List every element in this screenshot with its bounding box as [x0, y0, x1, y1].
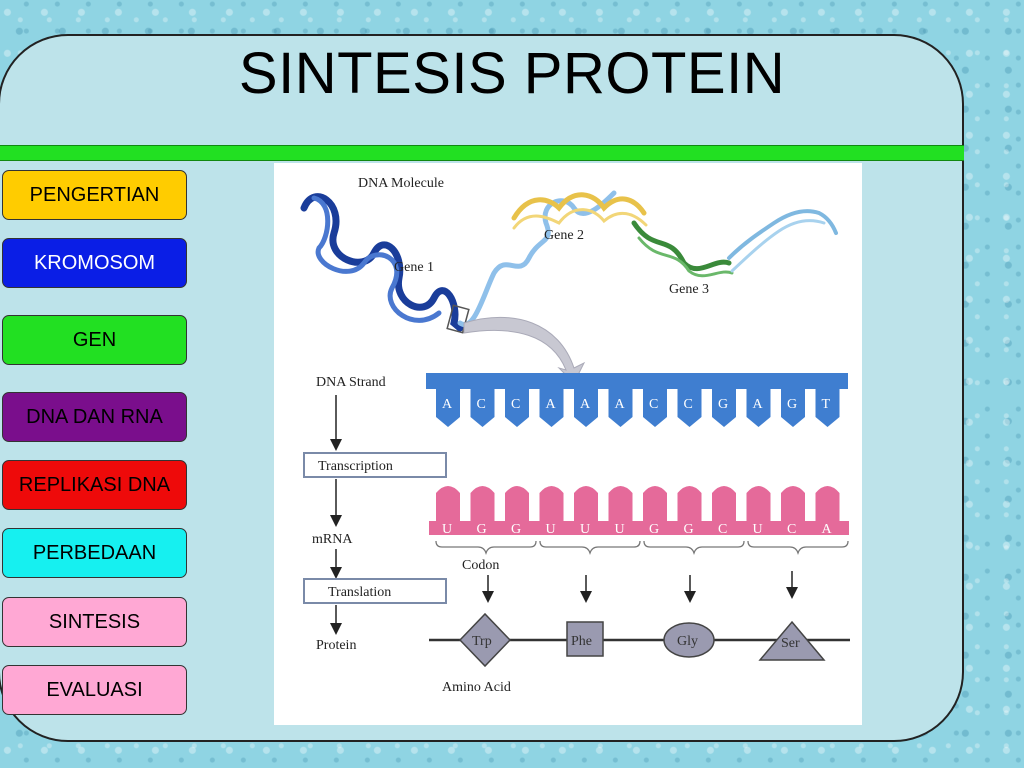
dna-base-letter: A	[546, 397, 557, 412]
mrna-base-tab	[712, 486, 736, 521]
menu-button-perbedaan[interactable]: PERBEDAAN	[2, 528, 187, 578]
dna-base-tab	[815, 389, 840, 427]
menu-button-replikasi-dna[interactable]: REPLIKASI DNA	[2, 460, 187, 510]
amino-trp-shape	[458, 612, 512, 668]
dna-base-tab	[574, 389, 598, 427]
mrna-base-tab	[608, 486, 633, 521]
mrna-base-tab	[643, 486, 667, 521]
dna-base-letter: C	[649, 397, 658, 412]
mrna-base-letter: A	[822, 522, 833, 537]
dna-helix	[300, 190, 838, 334]
amino-ser-shape	[758, 620, 826, 661]
dna-base-letter: C	[511, 397, 520, 412]
amino-gly-label: Gly	[677, 634, 698, 649]
menu-button-evaluasi[interactable]: EVALUASI	[2, 665, 187, 715]
menu-button-kromosom[interactable]: KROMOSOM	[2, 238, 187, 288]
dna-base-letter: A	[442, 397, 453, 412]
dna-base-letter: A	[753, 397, 764, 412]
page-title: SINTESIS PROTEIN	[238, 41, 786, 106]
amino-gly-shape	[663, 622, 715, 658]
mrna-base-tab	[781, 486, 805, 521]
mrna-base-letter: U	[546, 522, 556, 537]
menu-button-sintesis[interactable]: SINTESIS	[2, 597, 187, 647]
label-codon: Codon	[462, 558, 499, 573]
mrna-base-letter: G	[511, 522, 521, 537]
mrna-base-letter: G	[649, 522, 659, 537]
amino-phe-shape	[566, 621, 604, 657]
mrna-base-letter: G	[684, 522, 694, 537]
label-mrna: mRNA	[312, 532, 353, 547]
protein-synthesis-diagram: DNA Molecule Gene 1 Gene 2 Gene 3 DNA St…	[274, 163, 862, 725]
mrna-base-letter: G	[477, 522, 487, 537]
label-dna-molecule: DNA Molecule	[358, 176, 444, 191]
dna-base-tab	[436, 389, 460, 427]
dna-base-tab	[505, 389, 529, 427]
dna-base-tab	[712, 389, 736, 427]
amino-ser-label: Ser	[781, 636, 800, 651]
dna-base-letter: C	[477, 397, 486, 412]
mrna-base-tab	[746, 486, 771, 521]
mrna-base-tab	[436, 486, 460, 521]
mrna-base-tab	[505, 486, 529, 521]
label-transcription: Transcription	[318, 459, 393, 474]
mrna-base-tab	[539, 486, 564, 521]
dna-base-letter: T	[822, 397, 831, 412]
menu-button-pengertian[interactable]: PENGERTIAN	[2, 170, 187, 220]
amino-phe-label: Phe	[571, 634, 592, 649]
dna-base-tab	[781, 389, 805, 427]
mrna-base-tab	[815, 486, 840, 521]
amino-trp-label: Trp	[472, 634, 492, 649]
menu-button-gen[interactable]: GEN	[2, 315, 187, 365]
dna-base-tab	[470, 389, 495, 427]
dna-base-tab	[539, 389, 564, 427]
dna-base-tab	[677, 389, 702, 427]
label-gene-2: Gene 2	[544, 228, 584, 243]
dna-base-tab	[643, 389, 667, 427]
dna-base-tab	[746, 389, 771, 427]
diagram-svg: DNA Molecule Gene 1 Gene 2 Gene 3 DNA St…	[300, 176, 850, 695]
menu-button-dna-dan-rna[interactable]: DNA DAN RNA	[2, 392, 187, 442]
mrna-bar	[429, 521, 849, 535]
codon-braces	[435, 540, 849, 556]
label-translation: Translation	[328, 585, 391, 600]
dna-base-tab	[608, 389, 633, 427]
dna-base-letter: A	[615, 397, 626, 412]
mrna-base-tab	[574, 486, 598, 521]
mrna-base-letter: U	[580, 522, 590, 537]
title-divider	[0, 145, 964, 161]
mrna-base-tab	[677, 486, 702, 521]
mrna-base-tab	[470, 486, 495, 521]
label-dna-strand: DNA Strand	[316, 375, 386, 390]
mrna-base-letter: U	[442, 522, 452, 537]
mrna-base-letter: C	[787, 522, 796, 537]
dna-base-letter: G	[718, 397, 728, 412]
label-gene-3: Gene 3	[669, 282, 709, 297]
dna-base-letter: C	[684, 397, 693, 412]
mrna-base-letter: U	[753, 522, 763, 537]
mrna-base-letter: C	[718, 522, 727, 537]
dna-base-letter: G	[787, 397, 797, 412]
dna-base-letter: A	[580, 397, 591, 412]
label-gene-1: Gene 1	[394, 260, 434, 275]
label-protein: Protein	[316, 638, 356, 653]
dna-strand-bar	[426, 373, 848, 389]
mrna-base-letter: U	[615, 522, 625, 537]
label-amino-acid: Amino Acid	[442, 680, 511, 695]
